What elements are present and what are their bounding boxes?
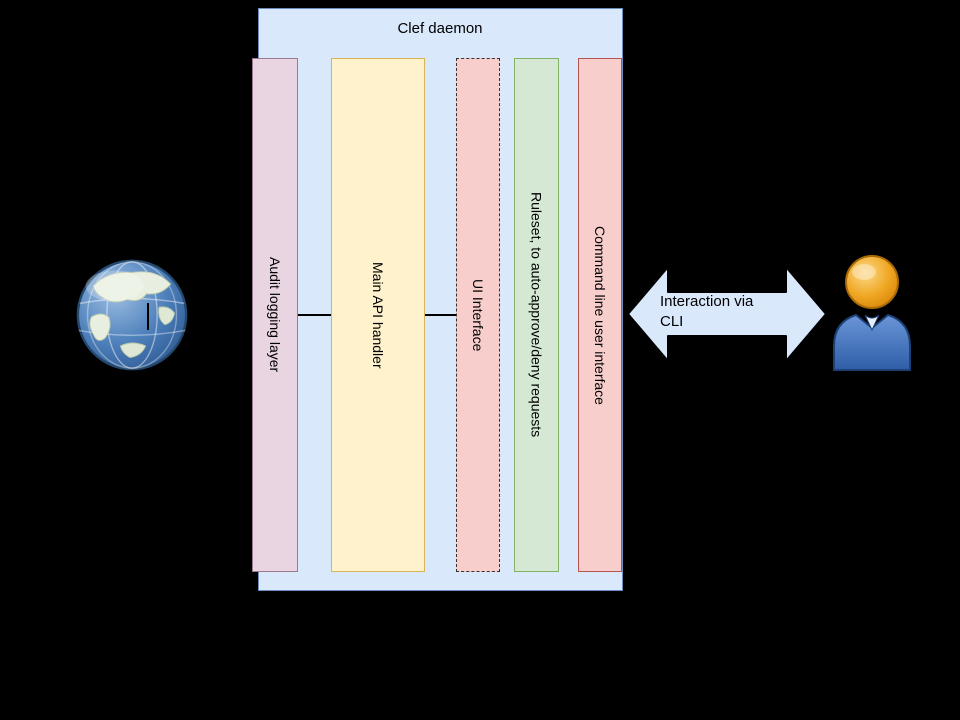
column-label: Ruleset, to auto-approve/deny requests (528, 192, 545, 438)
cli-interaction-arrow (627, 266, 827, 362)
clef-daemon-container (258, 8, 623, 591)
column-main-api-handler: Main API handler (331, 58, 425, 572)
column-label: Main API handler (370, 261, 386, 369)
column-audit-logging-layer: Audit logging layer (252, 58, 298, 572)
column-command-line-ui: Command line user interface (578, 58, 622, 572)
globe-icon (76, 259, 188, 371)
column-label: Audit logging layer (267, 257, 283, 373)
clef-daemon-title: Clef daemon (397, 20, 483, 37)
connector-endpoint-tick (147, 303, 149, 330)
column-ruleset: Ruleset, to auto-approve/deny requests (514, 58, 559, 572)
user-icon (833, 255, 911, 371)
column-label: UI Interface (470, 278, 486, 352)
cli-arrow-label: Interaction via CLI (660, 293, 754, 330)
column-ui-interface: UI Interface (456, 58, 500, 572)
column-label: Command line user interface (592, 225, 608, 405)
globe-connector-line (190, 314, 456, 316)
